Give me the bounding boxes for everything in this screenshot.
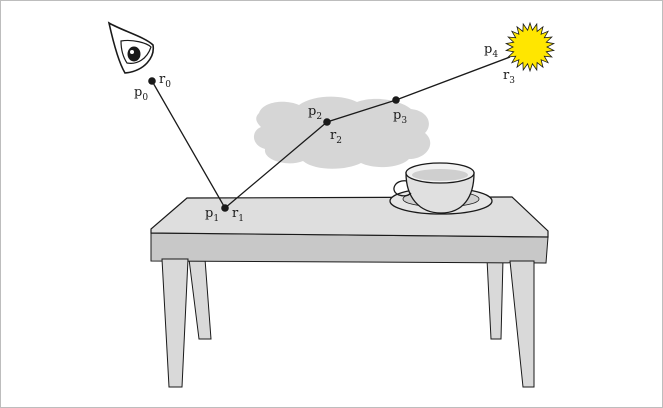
label-p1: p1: [205, 206, 219, 224]
vertex-p2: [323, 118, 331, 126]
vertex-p3: [392, 96, 400, 104]
label-r1: r1: [232, 206, 244, 224]
label-r3: r3: [503, 68, 515, 86]
label-p2: p2: [308, 104, 322, 122]
vertex-p0: [148, 77, 156, 85]
label-p0: p0: [134, 85, 148, 103]
label-r0: r0: [159, 72, 171, 90]
cloud-icon: [253, 96, 431, 169]
label-p4: p4: [484, 42, 498, 60]
label-p3: p3: [393, 108, 407, 126]
sun-rays: [504, 21, 556, 73]
eye-icon: [107, 21, 154, 74]
label-r2: r2: [330, 128, 342, 146]
cup-icon: [389, 162, 493, 215]
table-icon: [150, 196, 549, 388]
sun-icon: [504, 21, 556, 73]
vertex-p1: [221, 204, 229, 212]
